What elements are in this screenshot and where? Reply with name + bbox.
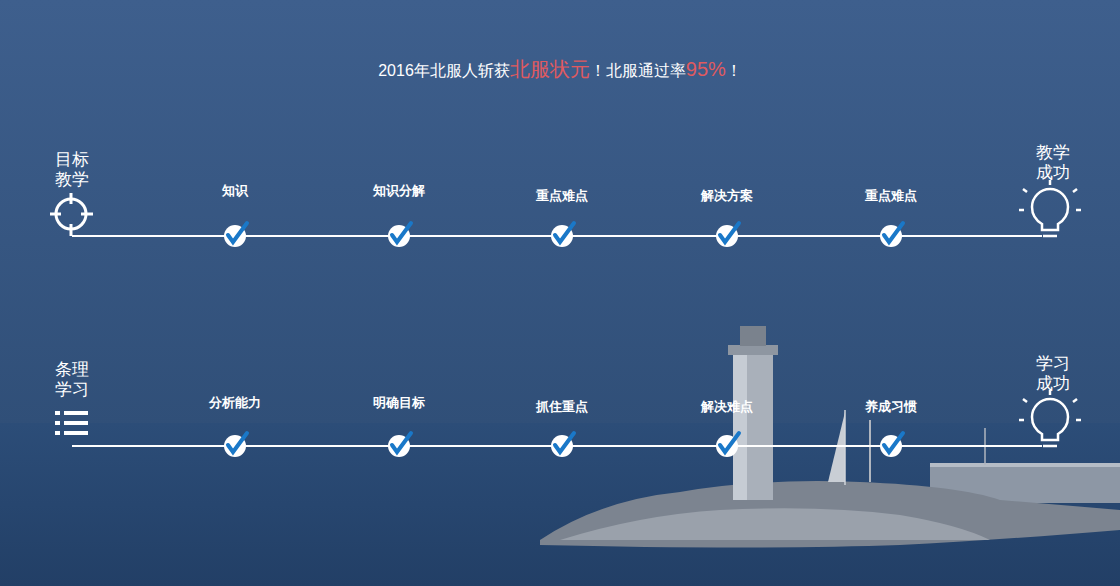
row-heading: 目标教学	[53, 150, 90, 191]
list-icon	[55, 411, 88, 435]
check-icon	[880, 223, 903, 247]
headline-text: ！北服通过率	[590, 62, 686, 79]
check-mark	[392, 223, 411, 242]
check-icon	[716, 223, 739, 247]
step-label: 养成习惯	[865, 398, 917, 416]
check-icon	[388, 223, 411, 247]
step-label: 抓住重点	[536, 398, 588, 416]
bulb-icon	[1019, 390, 1081, 446]
highlight-text: 北服状元	[510, 58, 590, 80]
check-mark	[884, 433, 903, 452]
check-mark	[228, 223, 247, 242]
check-mark	[720, 223, 739, 242]
row-heading: 条理学习	[53, 360, 90, 401]
check-icon	[716, 433, 739, 457]
bulb-icon	[1019, 180, 1081, 236]
highlight-text: 95%	[686, 58, 726, 80]
step-label: 分析能力	[209, 394, 261, 412]
step-label: 重点难点	[536, 187, 588, 205]
check-icon	[551, 433, 574, 457]
row-heading: 教学成功	[1034, 143, 1071, 184]
step-label: 知识分解	[373, 182, 425, 200]
target-icon	[50, 193, 93, 236]
check-icon	[551, 223, 574, 247]
check-icon	[880, 433, 903, 457]
row-heading: 学习成功	[1034, 354, 1071, 395]
step-label: 明确目标	[373, 394, 425, 412]
check-mark	[555, 433, 574, 452]
check-icon	[224, 433, 247, 457]
check-mark	[884, 223, 903, 242]
check-mark	[555, 223, 574, 242]
check-icon	[224, 223, 247, 247]
headline-text: ！	[726, 62, 742, 79]
check-mark	[720, 433, 739, 452]
step-label: 重点难点	[865, 187, 917, 205]
headline: 2016年北服人斩获北服状元！北服通过率95%！	[0, 56, 1120, 83]
check-icon	[388, 433, 411, 457]
check-mark	[228, 433, 247, 452]
check-mark	[392, 433, 411, 452]
headline-text: 2016年北服人斩获	[378, 62, 510, 79]
step-label: 解决难点	[701, 398, 753, 416]
step-label: 解决方案	[701, 187, 753, 205]
step-label: 知识	[222, 182, 248, 200]
